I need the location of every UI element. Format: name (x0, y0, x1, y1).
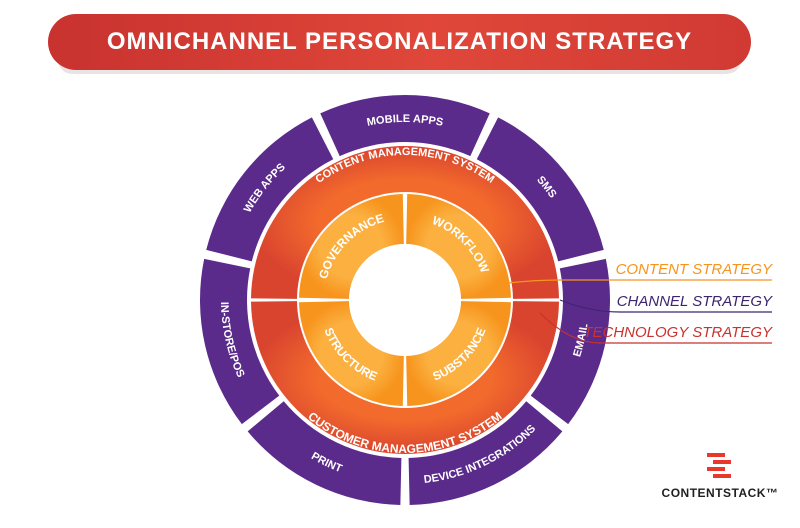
outer-segment-print (247, 401, 402, 505)
legend-connector-2 (559, 299, 772, 313)
inner-content-ring (299, 194, 511, 406)
outer-segment-in-store-pos (199, 258, 280, 425)
outer-segment-mobile-apps (320, 95, 490, 157)
inner-segment-governance (299, 194, 404, 299)
outer-channel-ring (199, 95, 610, 505)
legend-connector-3 (539, 312, 772, 344)
contentstack-logo-icon (707, 453, 731, 478)
inner-segment-structure (299, 301, 404, 406)
logo-text: CONTENTSTACK™ (661, 486, 779, 500)
legend-connector-1 (499, 279, 772, 285)
legend-label-content-strategy: CONTENT STRATEGY (616, 261, 773, 278)
outer-segment-sms (476, 117, 604, 262)
middle-segment-content-management (251, 145, 559, 299)
outer-label-mobile-apps: MOBILE APPS (366, 113, 444, 129)
outer-segment-device-integrations (408, 401, 563, 505)
center-hole (349, 244, 461, 356)
legend-label-technology-strategy: TECHNOLOGY STRATEGY (583, 324, 773, 341)
title-banner: OMNICHANNEL PERSONALIZATION STRATEGY (48, 14, 751, 70)
outer-segment-email (530, 258, 610, 425)
inner-segment-workflow (406, 194, 511, 299)
outer-segment-web-apps (206, 117, 334, 262)
inner-segment-substance (406, 301, 511, 406)
strategy-legend: CONTENT STRATEGY CHANNEL STRATEGY TECHNOLO… (499, 261, 773, 344)
contentstack-logo: CONTENTSTACK™ (660, 448, 780, 508)
legend-label-channel-strategy: CHANNEL STRATEGY (617, 293, 773, 310)
middle-segment-customer-management (251, 301, 559, 455)
page-title: OMNICHANNEL PERSONALIZATION STRATEGY (106, 28, 693, 55)
